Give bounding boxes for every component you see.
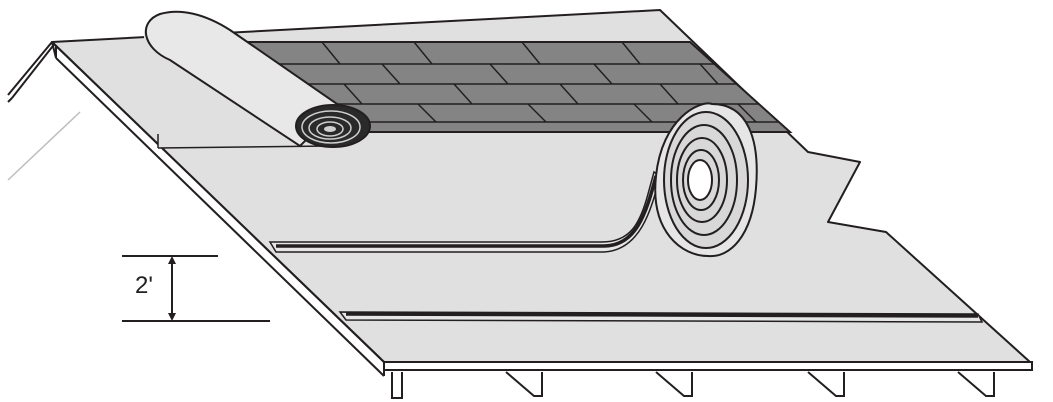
rafters bbox=[391, 371, 995, 399]
large-felt-roll bbox=[654, 102, 758, 258]
top-felt-lower-edge bbox=[157, 145, 331, 149]
top-felt-sheet bbox=[143, 18, 318, 148]
bottom-felt-strip bbox=[338, 311, 984, 323]
gable-trim bbox=[7, 41, 59, 103]
eave-fascia bbox=[383, 361, 1033, 376]
rake-guide-line bbox=[7, 111, 81, 181]
dimension-marker bbox=[122, 255, 270, 322]
dimension-label: 2' bbox=[135, 272, 153, 299]
rake-fascia bbox=[51, 41, 385, 377]
top-felt-roll bbox=[144, 10, 371, 148]
